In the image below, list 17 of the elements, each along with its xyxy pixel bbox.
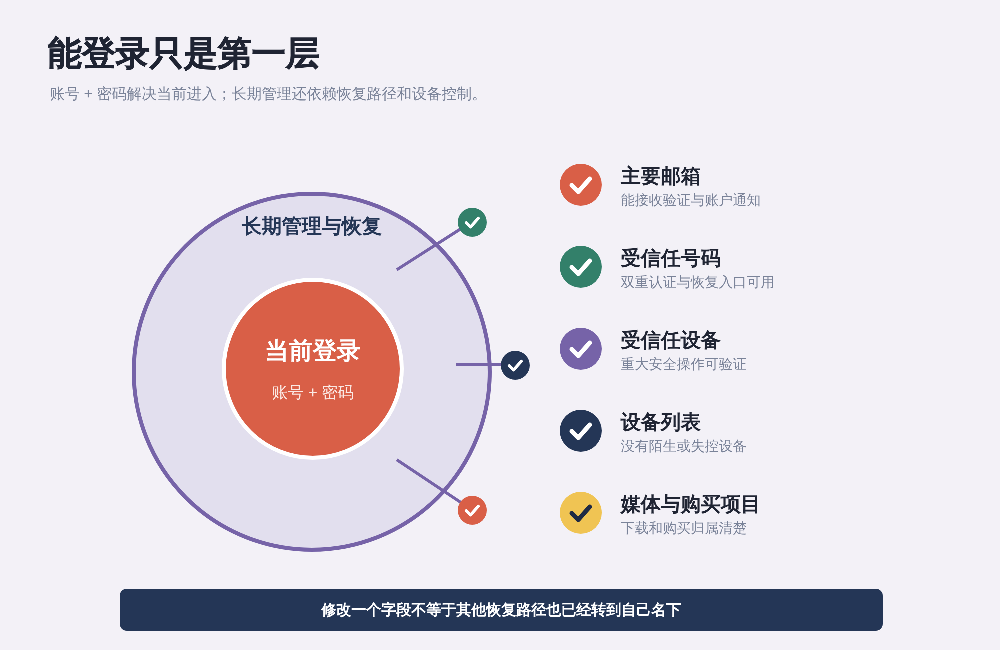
item-heading: 设备列表 bbox=[621, 411, 701, 435]
page-title: 能登录只是第一层 bbox=[48, 34, 320, 75]
item-heading: 主要邮箱 bbox=[621, 165, 701, 189]
item-heading: 受信任设备 bbox=[621, 329, 721, 353]
item-description: 重大安全操作可验证 bbox=[621, 356, 747, 373]
note-banner: 修改一个字段不等于其他恢复路径也已经转到自己名下 bbox=[120, 589, 883, 631]
item-description: 没有陌生或失控设备 bbox=[621, 438, 747, 455]
item-heading: 媒体与购买项目 bbox=[621, 493, 761, 517]
check-circle-icon bbox=[501, 350, 530, 380]
item-description: 双重认证与恢复入口可用 bbox=[621, 274, 775, 291]
item-heading: 受信任号码 bbox=[621, 247, 721, 271]
subtitle: 账号 + 密码解决当前进入；长期管理还依赖恢复路径和设备控制。 bbox=[50, 86, 488, 104]
item-description: 下载和购买归属清楚 bbox=[621, 520, 747, 537]
core-subtitle: 账号 + 密码 bbox=[272, 384, 354, 404]
item-description: 能接收验证与账户通知 bbox=[621, 192, 761, 209]
core-title: 当前登录 bbox=[265, 338, 361, 367]
ring-label: 长期管理与恢复 bbox=[242, 215, 382, 239]
